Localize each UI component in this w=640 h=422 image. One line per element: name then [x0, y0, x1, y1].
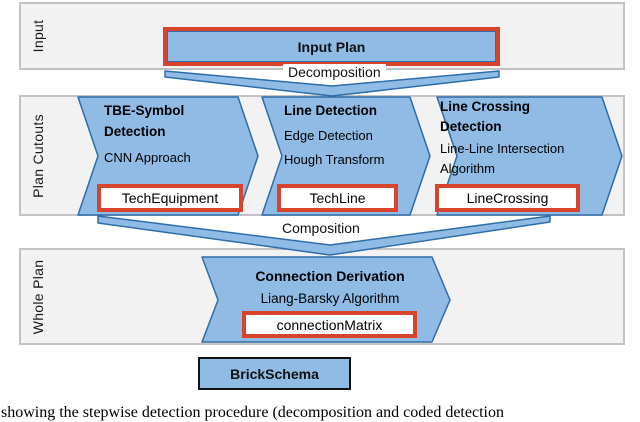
brickschema-box: BrickSchema	[198, 357, 351, 390]
cutout-2-line-1: Edge Detection	[284, 128, 373, 143]
cutout-2-tag: TechLine	[277, 184, 398, 212]
cutout-1-tag: TechEquipment	[97, 184, 243, 212]
decomposition-label: Decomposition	[283, 64, 386, 80]
whole-plan-tag-label: connectionMatrix	[276, 316, 383, 333]
lane-label-plan-cutouts: Plan Cutouts	[30, 114, 46, 198]
cutout-3-tag: LineCrossing	[435, 184, 580, 212]
cutout-1-tag-label: TechEquipment	[121, 190, 219, 206]
cutout-2-title: Line Detection	[284, 103, 378, 118]
input-plan-title: Input Plan	[297, 38, 366, 55]
whole-plan-subtitle: Liang-Barsky Algorithm	[260, 291, 400, 306]
whole-plan-title: Connection Derivation	[255, 268, 405, 284]
composition-arrow	[97, 215, 551, 256]
caption: showing the stepwise detection procedure…	[1, 404, 504, 421]
input-plan-box: Input Plan	[163, 27, 500, 66]
cutout-1-title: TBE-Symbol Detection	[104, 103, 185, 139]
lane-label-input: Input	[30, 19, 46, 53]
cutout-2-tag-label: TechLine	[309, 190, 366, 206]
cutout-2-line-2: Hough Transform	[284, 152, 385, 167]
cutout-3-title: Line Crossing Detection	[440, 99, 531, 134]
whole-plan-tag: connectionMatrix	[242, 311, 417, 338]
cutout-3-line-2: Algorithm	[440, 161, 495, 176]
brickschema-label: BrickSchema	[230, 365, 319, 382]
composition-label: Composition	[277, 220, 365, 236]
cutout-3-line-1: Line-Line Intersection	[440, 141, 565, 156]
lane-label-whole-plan: Whole Plan	[30, 259, 46, 335]
decomposition-arrow	[164, 70, 500, 97]
cutout-3-tag-label: LineCrossing	[466, 190, 549, 206]
cutout-1-line-1: CNN Approach	[104, 150, 191, 165]
